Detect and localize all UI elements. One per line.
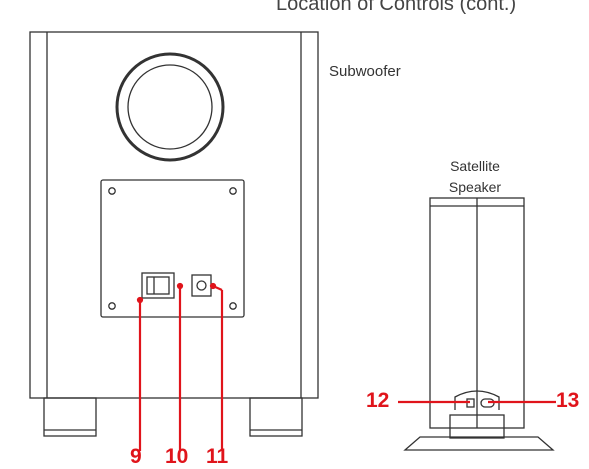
screw-icon [229,187,237,195]
power-switch [141,272,175,299]
satellite-connector-bracket [454,390,500,410]
page-header-title: Location of Controls (cont.) [276,0,517,15]
satellite-stand-base [403,436,555,451]
callout-number-13: 13 [556,389,580,412]
subwoofer-label: Subwoofer [329,63,401,80]
screw-icon [108,187,116,195]
power-switch-rocker [146,276,170,295]
screw-icon [229,302,237,310]
callout-lines [136,282,556,451]
bass-port-outer [115,52,225,162]
satellite-speaker-illustration [403,197,555,451]
callout-number-11: 11 [206,445,229,468]
subwoofer-foot-left [43,397,97,437]
subwoofer-foot-right [249,397,303,437]
satellite-label-line1: Satellite [450,158,500,174]
subwoofer-cabinet [29,31,319,399]
callout-number-9: 9 [130,445,142,468]
callout-number-12: 12 [366,389,390,412]
panel-screws [108,187,237,310]
satellite-speaker-label: Satellite Speaker [442,156,508,198]
callout-number-10: 10 [165,445,189,468]
satellite-label-line2: Speaker [448,179,502,195]
rear-control-panel [100,179,245,318]
subwoofer-illustration [29,31,319,437]
dc-input-jack [191,274,212,297]
bass-port-inner [127,64,213,150]
screw-icon [108,302,116,310]
satellite-stand-neck [449,414,505,439]
